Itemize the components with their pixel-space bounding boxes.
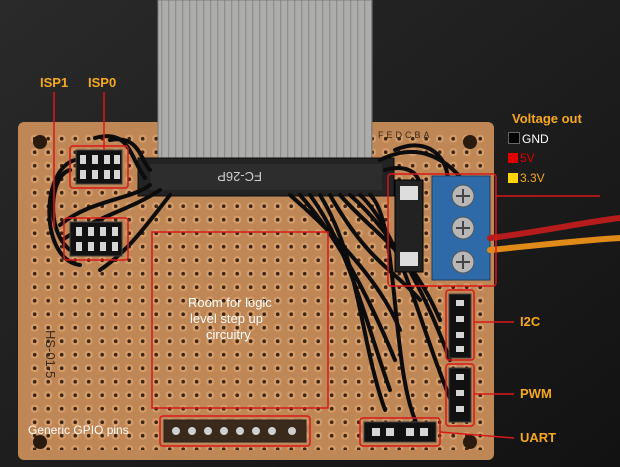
isp0-box [69,145,129,189]
i2c-box [445,289,475,361]
isp1-label: ISP1 [40,75,69,90]
mount-hole [463,135,477,149]
room-label-line2: level step up [190,311,263,326]
legend-3v3: 3.3V [508,172,545,184]
highlight-boxes [63,145,497,447]
gpio-label: Generic GPIO pins [28,423,129,437]
pwm-box [445,363,475,427]
3v3-label: 3.3V [520,171,545,185]
isp0-label: ISP0 [88,75,117,90]
logic-area-box [151,231,329,409]
legend-gnd: GND [508,132,549,145]
connector-part-text: FC-26P [217,169,262,184]
idc-connector [137,157,395,197]
legend-5v: 5V [508,152,535,164]
mount-hole [33,135,47,149]
screw-terminal [431,175,491,281]
side-headers [363,293,472,443]
voltage-box [387,173,497,287]
mount-hole [33,435,47,449]
uart-label: UART [520,430,557,445]
leader-lines [53,92,600,439]
5v-label: 5V [520,151,535,165]
gnd-label: GND [522,132,549,146]
i2c-label: I2C [520,314,541,329]
5v-swatch [508,153,518,163]
isp1-box [63,217,129,261]
board-id-text: HS-01-5 [43,330,58,378]
room-label-line1: Room for logic [188,295,272,310]
gnd-swatch [508,132,520,144]
3v3-swatch [508,173,518,183]
power-output-wires [487,215,620,253]
room-label-line3: circuitry [206,327,251,342]
gpio-box [159,415,311,447]
voltage-out-label: Voltage out [512,111,582,126]
ribbon-cable [157,0,373,169]
voltage-regulator [394,179,424,273]
mount-hole [463,435,477,449]
pwm-label: PWM [520,386,552,401]
isp-headers [69,149,123,257]
gpio-pins [163,419,307,443]
column-letters-text: FEDCBA [378,130,433,140]
